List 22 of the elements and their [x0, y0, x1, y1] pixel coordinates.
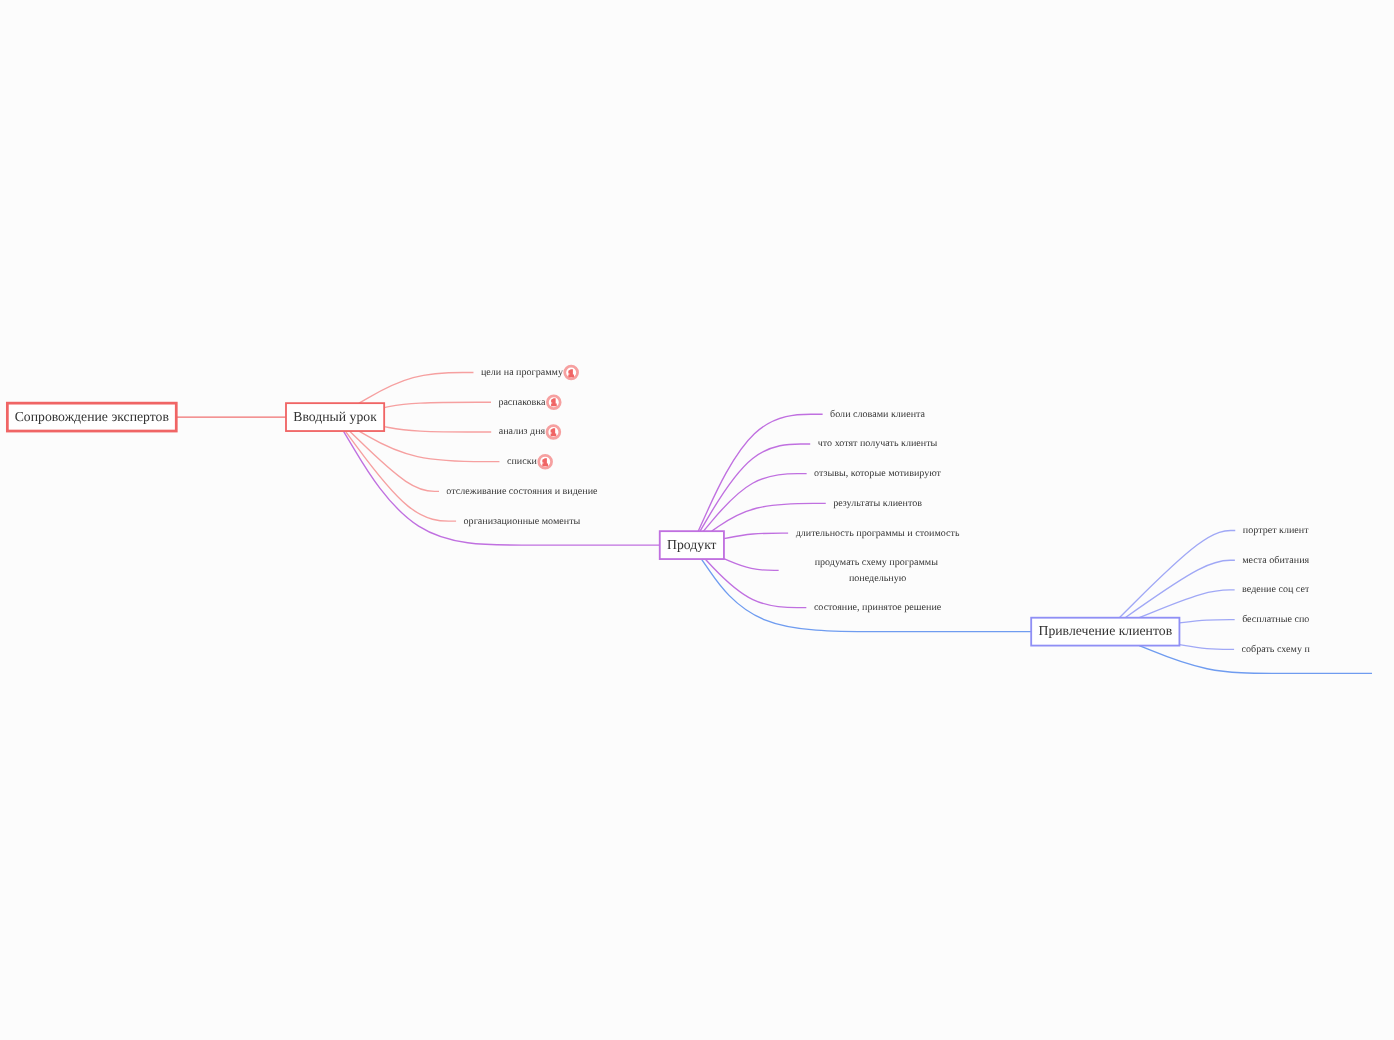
connector: [1178, 644, 1235, 651]
connector: [342, 431, 661, 547]
connector: [358, 372, 475, 405]
connector: [723, 533, 790, 541]
connector: [1138, 645, 1373, 675]
connector: [348, 431, 440, 493]
connector: [383, 402, 492, 410]
connector: [711, 503, 827, 533]
connector: [697, 414, 824, 533]
connector: [723, 558, 780, 572]
connector: [700, 559, 1032, 634]
connector: [358, 431, 501, 464]
connector: [1138, 590, 1236, 620]
connector: [1118, 530, 1237, 620]
connector: [175, 417, 287, 419]
connector: [699, 444, 812, 533]
connector: [702, 473, 808, 533]
connector: [1178, 619, 1236, 625]
connector: [1124, 560, 1236, 620]
connector: [344, 431, 457, 523]
connector: [704, 559, 808, 610]
connector: [383, 426, 493, 434]
